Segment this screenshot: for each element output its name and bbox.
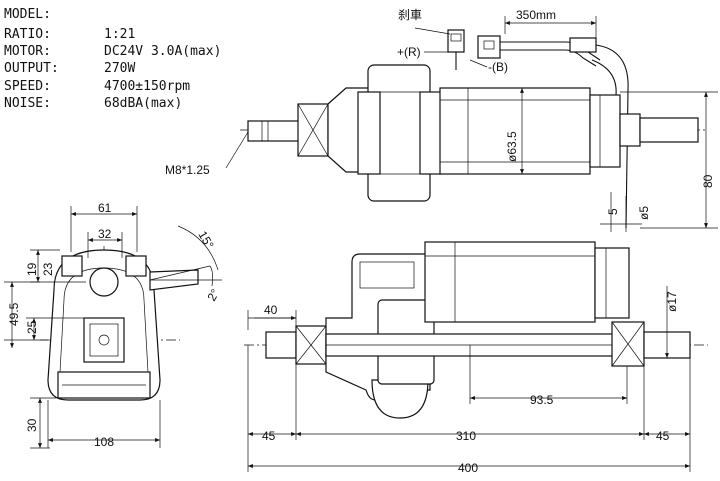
spec-label-ratio: RATIO: bbox=[4, 27, 51, 42]
positive-terminal-label: +(R) bbox=[397, 45, 421, 59]
dim-80: 80 bbox=[701, 174, 715, 188]
cable-length-label: 350mm bbox=[516, 8, 556, 22]
spec-label-motor: MOTOR: bbox=[4, 44, 51, 59]
dim-5: 5 bbox=[606, 208, 620, 215]
front-motor-body bbox=[424, 241, 596, 323]
dim-25: 25 bbox=[25, 320, 39, 334]
wiring-harness: 刹車 350mm +(R) -(B) bbox=[397, 8, 629, 229]
dim-19: 19 bbox=[25, 262, 39, 276]
spec-block: MODEL: RATIO: 1:21 MOTOR: DC24V 3.0A(max… bbox=[4, 7, 221, 111]
dim-45-right: 45 bbox=[656, 429, 670, 443]
top-view: ø63.5 M8*1.25 5 ø5 80 bbox=[165, 64, 718, 232]
spec-value-ratio: 1:21 bbox=[104, 27, 135, 42]
spec-label-output: OUTPUT: bbox=[4, 61, 59, 76]
dim-23: 23 bbox=[41, 262, 55, 276]
front-left-shaft bbox=[265, 331, 297, 359]
dim-40: 40 bbox=[264, 303, 278, 317]
spec-value-motor: DC24V 3.0A(max) bbox=[104, 44, 221, 59]
motor-diameter-label: ø63.5 bbox=[505, 131, 519, 162]
brake-label: 刹車 bbox=[398, 8, 422, 22]
dia-5: ø5 bbox=[637, 206, 651, 220]
cable-connector bbox=[569, 37, 597, 53]
dim-93-5: 93.5 bbox=[530, 393, 554, 407]
square-shaft bbox=[83, 317, 125, 363]
spec-label-speed: SPEED: bbox=[4, 79, 51, 94]
spec-value-output: 270W bbox=[104, 61, 135, 76]
dim-310: 310 bbox=[456, 429, 476, 443]
spec-label-noise: NOISE: bbox=[4, 96, 51, 111]
front-view: 40 ø17 93.5 45 310 45 400 bbox=[244, 241, 708, 475]
spec-label-model: MODEL: bbox=[4, 7, 51, 22]
left-shaft bbox=[247, 120, 301, 142]
angle-15: 15° bbox=[195, 229, 216, 252]
dim-400: 400 bbox=[458, 461, 478, 475]
right-shaft bbox=[639, 117, 699, 143]
negative-terminal-label: -(B) bbox=[488, 60, 508, 74]
spec-value-speed: 4700±150rpm bbox=[104, 79, 190, 94]
dim-108: 108 bbox=[94, 435, 114, 449]
dim-45-left: 45 bbox=[262, 429, 276, 443]
spec-value-noise: 68dBA(max) bbox=[104, 96, 182, 111]
dim-61: 61 bbox=[98, 201, 112, 215]
dim-30: 30 bbox=[25, 418, 39, 432]
dim-49-5: 49.5 bbox=[7, 302, 21, 326]
dia-17: ø17 bbox=[665, 291, 679, 312]
angle-2: 2° bbox=[204, 286, 222, 303]
power-connector bbox=[477, 35, 501, 59]
side-view: 61 32 15° 2° 23 19 49.5 25 30 108 bbox=[4, 201, 222, 449]
dim-32: 32 bbox=[98, 227, 112, 241]
thread-label: M8*1.25 bbox=[165, 163, 210, 177]
